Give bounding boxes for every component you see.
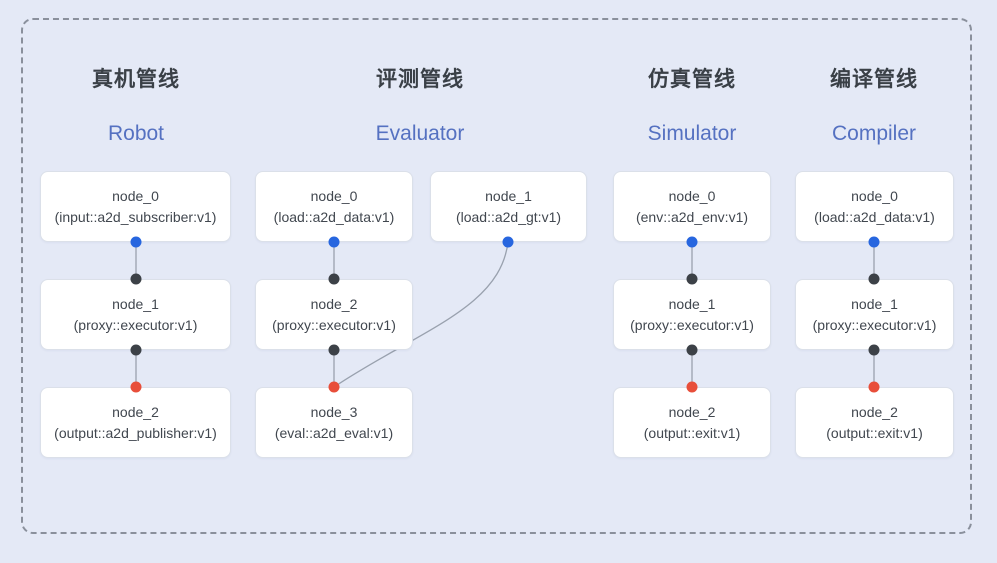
node-card-simulator-2: node_2 (output::exit:v1): [613, 387, 771, 458]
node-detail: (eval::a2d_eval:v1): [274, 424, 394, 441]
node-card-evaluator-2: node_2 (proxy::executor:v1): [255, 279, 413, 350]
pipeline-title-compiler: 编译管线: [830, 68, 918, 91]
node-name: node_2: [112, 403, 159, 420]
node-detail: (proxy::executor:v1): [630, 316, 754, 333]
dashed-frame: [21, 18, 972, 534]
node-name: node_2: [668, 403, 716, 420]
node-card-compiler-1: node_1 (proxy::executor:v1): [795, 279, 954, 350]
node-name: node_1: [851, 295, 898, 312]
node-detail: (output::exit:v1): [643, 424, 741, 441]
pipeline-title-evaluator: 评测管线: [376, 68, 464, 91]
node-card-robot-1: node_1 (proxy::executor:v1): [40, 279, 231, 350]
input-port-dot-red: [130, 381, 142, 393]
output-port-dot-blue: [686, 236, 698, 248]
node-detail: (proxy::executor:v1): [812, 316, 937, 333]
output-port-dot-blue: [130, 236, 142, 248]
node-name: node_2: [310, 295, 358, 312]
node-name: node_0: [668, 187, 716, 204]
node-detail: (load::a2d_data:v1): [273, 208, 395, 225]
input-port-dot-red: [868, 381, 880, 393]
node-detail: (output::exit:v1): [826, 424, 923, 441]
pipeline-subtitle-robot: Robot: [107, 122, 165, 145]
pipeline-title-robot: 真机管线: [92, 68, 180, 91]
node-detail: (proxy::executor:v1): [272, 316, 396, 333]
edge-eval-n1-n3-curve: [333, 241, 509, 388]
node-name: node_1: [485, 187, 532, 204]
output-port-dot-blue: [868, 236, 880, 248]
output-port-dot-dark: [130, 344, 142, 356]
node-name: node_1: [668, 295, 716, 312]
input-port-dot-dark: [868, 273, 880, 285]
output-port-dot-dark: [328, 344, 340, 356]
input-port-dot-dark: [130, 273, 142, 285]
input-port-dot-dark: [686, 273, 698, 285]
node-card-robot-2: node_2 (output::a2d_publisher:v1): [40, 387, 231, 458]
node-detail: (load::a2d_gt:v1): [455, 208, 562, 225]
input-port-dot-red: [686, 381, 698, 393]
node-card-compiler-2: node_2 (output::exit:v1): [795, 387, 954, 458]
node-card-evaluator-0: node_0 (load::a2d_data:v1): [255, 171, 413, 242]
pipeline-subtitle-compiler: Compiler: [831, 122, 917, 145]
node-card-robot-0: node_0 (input::a2d_subscriber:v1): [40, 171, 231, 242]
node-name: node_0: [310, 187, 358, 204]
node-detail: (load::a2d_data:v1): [814, 208, 935, 225]
input-port-dot-red: [328, 381, 340, 393]
input-port-dot-dark: [328, 273, 340, 285]
node-name: node_0: [851, 187, 898, 204]
node-card-simulator-1: node_1 (proxy::executor:v1): [613, 279, 771, 350]
output-port-dot-blue: [502, 236, 514, 248]
pipeline-title-simulator: 仿真管线: [648, 68, 736, 91]
output-port-dot-dark: [868, 344, 880, 356]
output-port-dot-dark: [686, 344, 698, 356]
node-card-simulator-0: node_0 (env::a2d_env:v1): [613, 171, 771, 242]
node-card-compiler-0: node_0 (load::a2d_data:v1): [795, 171, 954, 242]
node-name: node_1: [112, 295, 159, 312]
node-name: node_0: [112, 187, 159, 204]
node-detail: (env::a2d_env:v1): [635, 208, 749, 225]
node-detail: (output::a2d_publisher:v1): [54, 424, 217, 441]
pipeline-subtitle-evaluator: Evaluator: [375, 122, 465, 145]
pipeline-subtitle-simulator: Simulator: [647, 122, 737, 145]
node-card-evaluator-1: node_1 (load::a2d_gt:v1): [430, 171, 587, 242]
node-card-evaluator-3: node_3 (eval::a2d_eval:v1): [255, 387, 413, 458]
node-detail: (input::a2d_subscriber:v1): [54, 208, 217, 225]
node-name: node_3: [310, 403, 358, 420]
node-name: node_2: [851, 403, 898, 420]
output-port-dot-blue: [328, 236, 340, 248]
node-detail: (proxy::executor:v1): [73, 316, 198, 333]
